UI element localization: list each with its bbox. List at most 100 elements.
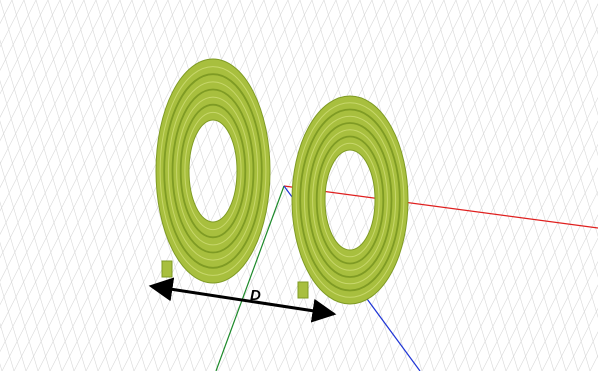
grid-line — [0, 0, 73, 142]
grid-line — [0, 282, 27, 371]
grid-line — [0, 0, 97, 189]
grid-line — [337, 0, 529, 371]
grid-line — [0, 0, 13, 25]
grid-line — [419, 0, 531, 371]
grid-line — [371, 0, 483, 371]
grid-line — [563, 0, 598, 116]
grid-line — [193, 0, 385, 371]
coil-terminal — [297, 281, 309, 299]
grid-line — [491, 0, 598, 359]
coil-turn — [176, 96, 250, 246]
coil-right[interactable] — [291, 95, 409, 305]
grid-line — [0, 241, 39, 371]
coil-turn — [307, 122, 393, 278]
grid-line — [181, 0, 373, 371]
grid-line — [0, 0, 111, 371]
grid-line — [551, 0, 598, 157]
grid-line — [467, 0, 579, 371]
grid-line — [0, 39, 99, 371]
grid-line — [0, 160, 63, 371]
grid-line — [0, 0, 25, 48]
grid-line — [0, 0, 121, 235]
grid-line — [0, 0, 109, 212]
grid-line — [395, 0, 507, 371]
grid-line — [0, 0, 181, 353]
coil-left[interactable] — [155, 58, 271, 284]
grid-line — [299, 0, 411, 371]
grid-line — [311, 0, 423, 371]
grid-line — [287, 0, 399, 371]
grid-line — [383, 0, 495, 371]
grid-line — [575, 0, 598, 76]
grid-line — [587, 0, 598, 35]
coil-turn — [163, 73, 263, 269]
grid-line — [109, 0, 301, 371]
grid-line — [431, 0, 543, 371]
grid-line — [409, 3, 598, 371]
grid-line — [433, 50, 598, 371]
grid-line — [0, 0, 157, 306]
coil-terminal — [161, 260, 173, 278]
coil-turn — [171, 88, 255, 254]
grid-line — [385, 0, 577, 371]
coil-turn — [184, 111, 242, 231]
dimension-annotation: D — [148, 277, 337, 323]
grid-line — [539, 0, 598, 197]
grid-line — [0, 0, 169, 329]
dimension-arrow — [148, 277, 337, 323]
grid-line — [275, 0, 387, 371]
grid-line — [0, 0, 133, 259]
grid-line — [527, 0, 598, 238]
coil-turn — [295, 102, 405, 298]
grid-line — [361, 0, 553, 371]
grid-line — [373, 0, 565, 371]
grid-line — [515, 0, 598, 278]
grid-line — [37, 0, 229, 371]
grid-line — [359, 0, 471, 371]
grid-line — [445, 73, 598, 371]
grid-line — [313, 0, 505, 371]
coil-turn — [320, 142, 380, 258]
grid-line — [0, 201, 51, 371]
grid-line — [455, 0, 567, 371]
grid-line — [349, 0, 541, 371]
coil-turn — [315, 135, 385, 265]
grid-line — [49, 0, 241, 371]
coil-turn — [312, 129, 388, 271]
grid-line — [505, 190, 598, 371]
coil-turn — [179, 103, 247, 239]
grid-line — [325, 0, 517, 371]
grid-line — [457, 96, 598, 371]
grid-line — [121, 0, 313, 371]
grid-line — [35, 0, 147, 371]
grid-line — [0, 0, 85, 165]
grid-line — [529, 237, 598, 371]
grid-line — [0, 0, 37, 71]
grid-line — [0, 0, 49, 95]
grid-line — [503, 0, 598, 319]
grid-line — [13, 0, 205, 371]
grid-line — [97, 0, 289, 371]
grid-line — [407, 0, 519, 371]
grid-line — [47, 0, 159, 371]
grid-line — [0, 0, 145, 282]
grid-line — [541, 260, 598, 371]
grid-line — [1, 0, 193, 371]
grid-line — [481, 143, 598, 371]
grid-line — [11, 0, 123, 371]
coil-turn — [159, 66, 267, 276]
grid-line — [443, 0, 555, 371]
grid-line — [25, 0, 217, 371]
grid-line — [517, 214, 598, 371]
coil-turn — [167, 81, 259, 261]
grid-line — [0, 79, 87, 371]
grid-line — [421, 26, 598, 371]
grid-line — [553, 284, 598, 371]
grid-line — [469, 120, 598, 371]
dimension-label: D — [250, 287, 261, 304]
grid-line — [179, 0, 291, 371]
grid-line — [479, 0, 591, 371]
grid-line — [23, 0, 135, 371]
